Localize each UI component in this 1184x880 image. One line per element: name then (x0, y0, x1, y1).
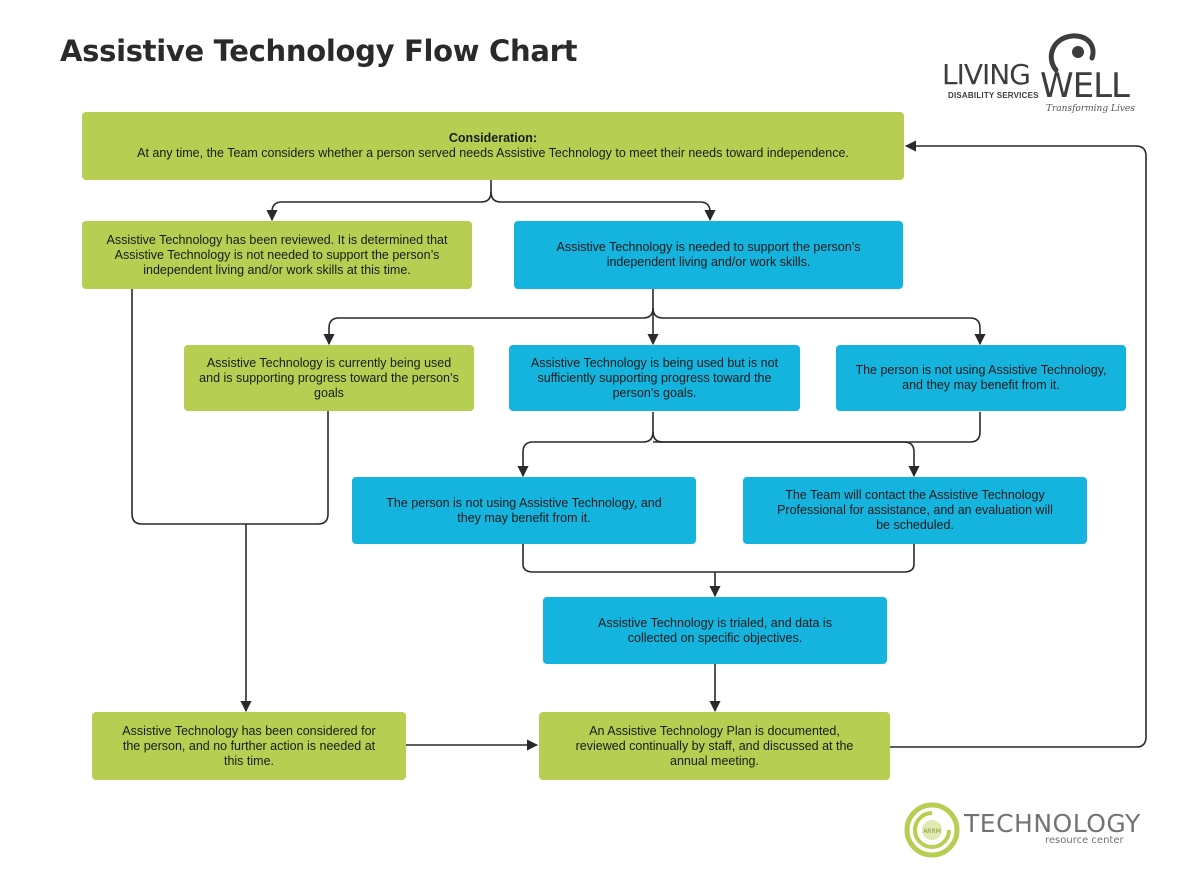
connector-left-merge (131, 289, 329, 525)
not-using-text-lower: The person is not using Assistive Techno… (386, 495, 662, 525)
trialed-box: Assistive Technology is trialed, and dat… (543, 597, 887, 664)
not-needed-text: Assistive Technology has been reviewed. … (106, 232, 448, 277)
logo-living-text: LIVING (942, 58, 1031, 91)
consideration-text: At any time, the Team considers whether … (137, 146, 849, 160)
not-needed-box: Assistive Technology has been reviewed. … (82, 221, 472, 289)
connector-loop-back (890, 140, 1147, 748)
connector-consideration-right (490, 191, 716, 222)
connector-merge-left (517, 431, 654, 478)
consideration-heading: Consideration: (448, 131, 538, 145)
technology-resource-center-logo: ARRM TECHNOLOGY resource center (904, 800, 1144, 860)
not-using-text-top: The person is not using Assistive Techno… (855, 363, 1107, 392)
not-using-box-top: The person is not using Assistive Techno… (836, 345, 1126, 411)
contact-professional-text: The Team will contact the Assistive Tech… (777, 488, 1053, 532)
page-title: Assistive Technology Flow Chart (60, 34, 578, 68)
trc-swirl-icon: ARRM (904, 802, 960, 858)
needed-text: Assistive Technology is needed to suppor… (556, 240, 861, 269)
consideration-box: Consideration: At any time, the Team con… (82, 112, 904, 180)
not-using-box-lower: The person is not using Assistive Techno… (352, 477, 696, 544)
no-further-action-box: Assistive Technology has been considered… (92, 712, 406, 780)
connector-needed-right (652, 307, 986, 346)
connector-merge-top (652, 412, 981, 443)
currently-used-box: Assistive Technology is currently being … (184, 345, 474, 411)
plan-documented-box: An Assistive Technology Plan is document… (539, 712, 890, 780)
living-well-swoosh-icon (1048, 33, 1096, 73)
trc-subtitle: resource center (1045, 835, 1124, 846)
logo-subtitle: DISABILITY SERVICES (948, 91, 1039, 100)
trc-word: TECHNOLOGY (964, 809, 1141, 838)
not-sufficient-text: Assistive Technology is being used but i… (530, 355, 779, 400)
contact-professional-box: The Team will contact the Assistive Tech… (743, 477, 1087, 544)
connector-needed-left (323, 289, 654, 346)
plan-documented-text: An Assistive Technology Plan is document… (575, 723, 854, 768)
connector-pair-merge (522, 544, 915, 573)
no-further-action-text: Assistive Technology has been considered… (122, 723, 376, 768)
logo-tagline: Transforming Lives (1046, 104, 1135, 114)
trc-badge-text: ARRM (923, 828, 941, 835)
currently-used-text: Assistive Technology is currently being … (199, 355, 459, 400)
not-sufficient-box: Assistive Technology is being used but i… (509, 345, 800, 411)
living-well-logo: LIVING WELL DISABILITY SERVICES Transfor… (938, 30, 1148, 120)
logo-well-text: WELL (1040, 66, 1130, 106)
connector-merge-right (653, 441, 920, 478)
trialed-text: Assistive Technology is trialed, and dat… (598, 615, 832, 645)
connector-consideration-split (266, 180, 492, 222)
needed-box: Assistive Technology is needed to suppor… (514, 221, 903, 289)
